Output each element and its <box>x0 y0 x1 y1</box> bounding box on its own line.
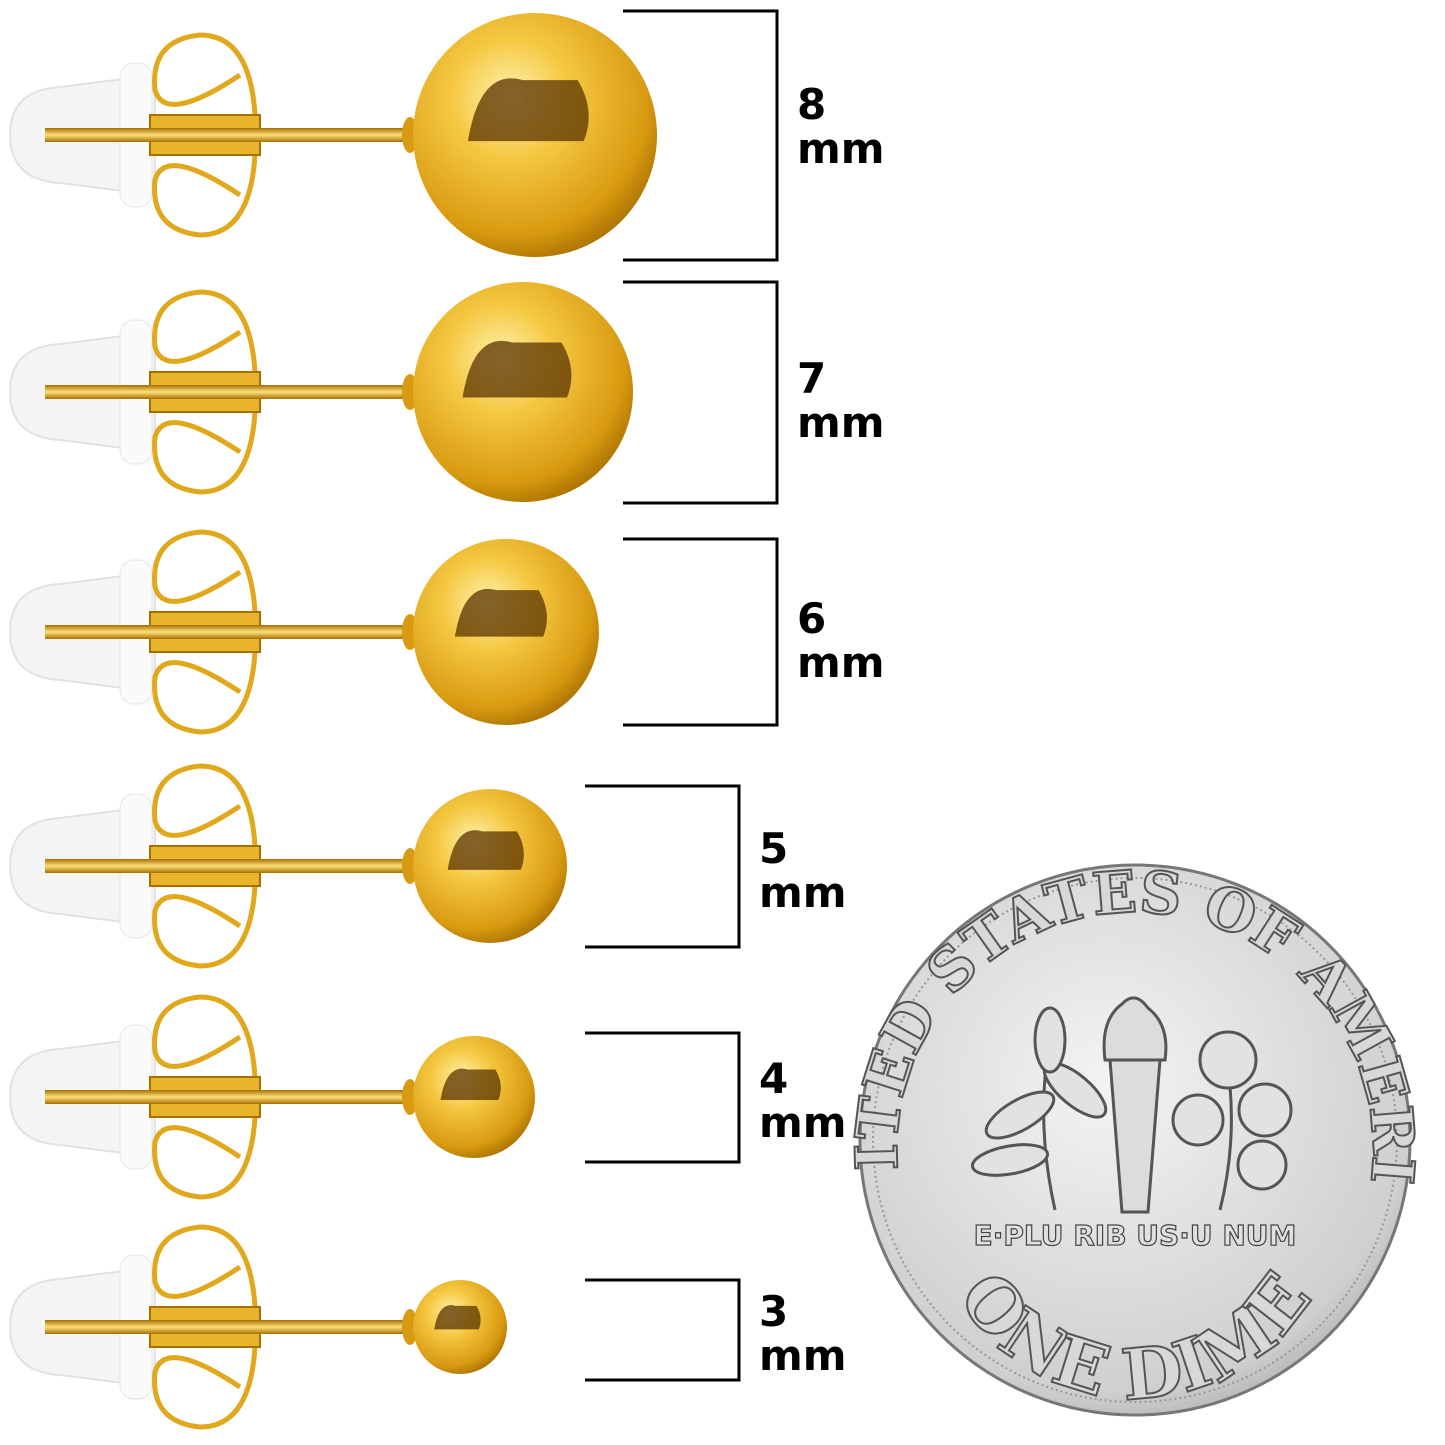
size-bracket <box>585 784 741 949</box>
ball-reflection <box>454 588 547 637</box>
size-value: 8 <box>797 80 827 129</box>
stud-earring-4mm <box>8 994 741 1200</box>
post <box>45 625 415 639</box>
size-bracket <box>585 1031 741 1164</box>
olive-branch-icon <box>970 1006 1108 1211</box>
stud-earring-7mm <box>8 280 779 505</box>
ball-reflection <box>434 1305 481 1330</box>
size-bracket <box>623 9 779 262</box>
size-value: 6 <box>797 594 827 643</box>
stud-earring-8mm <box>8 9 779 262</box>
size-value: 5 <box>759 824 789 873</box>
post <box>45 859 415 873</box>
oak-branch-icon <box>1171 1030 1293 1211</box>
post <box>45 1320 415 1334</box>
post <box>45 1090 415 1104</box>
size-value: 4 <box>759 1054 789 1103</box>
ball-reflection <box>462 340 572 398</box>
stud-earring-3mm <box>8 1224 741 1430</box>
ball-reflection <box>467 78 589 142</box>
size-unit: mm <box>759 1098 847 1147</box>
size-value: 3 <box>759 1287 789 1336</box>
ball-reflection <box>440 1068 501 1101</box>
post <box>45 385 415 399</box>
size-unit: mm <box>759 1331 847 1380</box>
size-bracket <box>623 280 779 505</box>
size-unit: mm <box>797 398 885 447</box>
dime-coin: UNITED STATES OF AMERICA ONE DIME E·PLU … <box>0 0 1429 1418</box>
size-unit: mm <box>797 124 885 173</box>
stud-earring-5mm <box>8 763 741 969</box>
post <box>45 128 415 142</box>
size-value: 7 <box>797 354 827 403</box>
size-unit: mm <box>797 638 885 687</box>
size-unit: mm <box>759 868 847 917</box>
stud-earring-6mm <box>8 529 779 735</box>
ball-reflection <box>447 830 524 870</box>
torch-icon <box>1102 996 1168 1214</box>
size-bracket <box>585 1278 741 1382</box>
size-bracket <box>623 537 779 727</box>
coin-motto: E·PLU RIB US·U NUM <box>974 1219 1297 1252</box>
